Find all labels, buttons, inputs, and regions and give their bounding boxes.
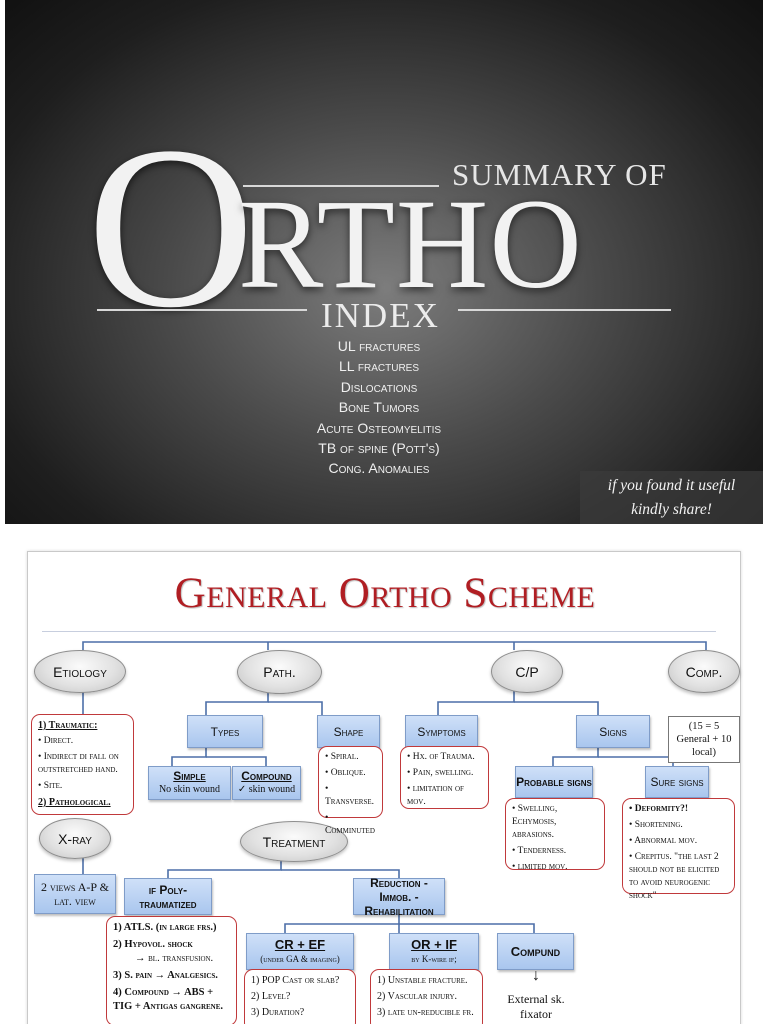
index-item: Dislocations bbox=[340, 378, 418, 395]
cloud-etiology: Etiology bbox=[34, 650, 126, 693]
cover-right-rule bbox=[458, 309, 671, 311]
index-item: LL fractures bbox=[338, 358, 420, 375]
crepitus-item: • Crepitus. "the last 2 should not be el… bbox=[629, 852, 720, 901]
probable-item: • Swelling, Echymosis, abrasions. bbox=[512, 804, 558, 840]
types-box: Types bbox=[187, 715, 263, 748]
sure-signs-list: • Deformity?! • Shortening. • Abnormal m… bbox=[622, 798, 735, 901]
probable-item: • Tenderness. bbox=[512, 846, 567, 856]
shape-item: • Spiral. bbox=[325, 752, 359, 762]
cloud-xray: X-ray bbox=[39, 818, 111, 859]
shape-item: • Comminuted bbox=[325, 813, 375, 836]
simple-sub: No skin wound bbox=[158, 784, 221, 795]
cover-left-rule bbox=[97, 309, 307, 311]
symptoms-box: Symptoms bbox=[405, 715, 478, 748]
orif-label: OR + IF bbox=[411, 936, 457, 952]
orif-box: OR + IF by K-wire if; bbox=[389, 933, 479, 970]
orif-item: 2) Vascular injury. bbox=[377, 991, 458, 1002]
cref-item: 1) POP Cast or slab? bbox=[251, 975, 340, 986]
poly-traumatized-box: if Poly-traumatized bbox=[124, 878, 212, 915]
scheme-title: General Ortho Scheme bbox=[174, 570, 596, 617]
cover-slide: O SUMMARY OF RTHO INDEX UL fractures LL … bbox=[5, 0, 763, 524]
poly-list: 1) ATLS. (in large frs.) 2) Hypovol. sho… bbox=[106, 916, 237, 1024]
shape-box: Shape bbox=[317, 715, 380, 748]
cloud-cp: C/P bbox=[491, 650, 563, 693]
symptom-item: • Hx. of Trauma. bbox=[407, 752, 475, 762]
orif-item: 1) Unstable fracture. bbox=[377, 975, 468, 986]
cref-sub: (under GA & imaging) bbox=[260, 953, 340, 964]
cover-summary-of: SUMMARY OF bbox=[452, 157, 667, 192]
share-line-1: if you found it useful bbox=[607, 477, 736, 494]
index-item: TB of spine (Pott's) bbox=[318, 440, 440, 457]
comp-count: (15 = 5 General + 10 local) bbox=[668, 716, 740, 763]
probable-item: • limited mov. bbox=[512, 862, 568, 872]
index-item: Acute Osteomyelitis bbox=[316, 419, 442, 436]
etiology-item: • Site. bbox=[38, 781, 63, 791]
probable-signs-list: • Swelling, Echymosis, abrasions. • Tend… bbox=[505, 798, 605, 872]
compound-label: Compound bbox=[241, 769, 292, 783]
cref-list: 1) POP Cast or slab? 2) Level? 3) Durati… bbox=[244, 969, 356, 1024]
cover-title-big-letter: O bbox=[87, 99, 255, 356]
simple-box: Simple No skin wound bbox=[148, 766, 231, 800]
index-item: UL fractures bbox=[337, 338, 421, 354]
poly-item: 4) Compound → ABS + TIG + Antigas gangre… bbox=[113, 987, 224, 1012]
etiology-item: • Indirect di fall on outstretched hand. bbox=[38, 752, 119, 775]
shape-item: • Transverse. bbox=[325, 784, 375, 807]
orif-sub: by K-wire if; bbox=[411, 953, 457, 964]
title-rule bbox=[42, 631, 716, 632]
symptom-item: • limitation of mov. bbox=[407, 784, 464, 807]
cover-index-list: UL fractures LL fractures Dislocations B… bbox=[259, 336, 499, 479]
cref-item: 2) Level? bbox=[251, 991, 291, 1002]
cover-title-rest: RTHO bbox=[238, 173, 583, 315]
compund-arrow: ↓ bbox=[532, 967, 540, 984]
symptoms-list: • Hx. of Trauma. • Pain, swelling. • lim… bbox=[400, 746, 489, 809]
reduction-box: Reduction - Immob. - Rehabilitation bbox=[353, 876, 445, 918]
cover-top-rule bbox=[243, 185, 439, 187]
compound-sub: ✓ skin wound bbox=[237, 784, 296, 795]
poly-item: 3) S. pain → Analgesics. bbox=[113, 970, 218, 981]
shape-list: • Spiral. • Oblique. • Transverse. • Com… bbox=[318, 746, 383, 836]
symptom-item: • Pain, swelling. bbox=[407, 768, 474, 778]
etiology-box: 1) Traumatic: • Direct. • Indirect di fa… bbox=[31, 714, 134, 815]
sure-item: • Abnormal mov. bbox=[629, 836, 698, 846]
poly-item: → bl. transfusion. bbox=[135, 953, 214, 964]
orif-list: 1) Unstable fracture. 2) Vascular injury… bbox=[370, 969, 483, 1024]
compund-box: Compund bbox=[497, 933, 574, 970]
orif-item: 3) late un-reducible fr. bbox=[377, 1007, 474, 1018]
compound-box: Compound ✓ skin wound bbox=[232, 766, 301, 800]
cref-box: CR + EF (under GA & imaging) bbox=[246, 933, 354, 970]
cover-index-heading: INDEX bbox=[321, 296, 440, 335]
signs-box: Signs bbox=[576, 715, 650, 748]
simple-label: Simple bbox=[173, 769, 206, 783]
cloud-path: Path. bbox=[237, 650, 322, 694]
cloud-treatment: Treatment bbox=[240, 821, 348, 862]
etiology-item: • Direct. bbox=[38, 736, 74, 746]
share-note: if you found it useful kindly share! bbox=[580, 471, 763, 524]
index-item: Cong. Anomalies bbox=[328, 460, 430, 477]
poly-item: 2) Hypovol. shock bbox=[113, 939, 193, 950]
scheme-slide: General Ortho Scheme bbox=[27, 551, 741, 1024]
cloud-comp: Comp. bbox=[668, 650, 740, 693]
shape-item: • Oblique. bbox=[325, 768, 366, 778]
sure-signs-box: Sure signs bbox=[645, 766, 709, 798]
pathological-item: 2) Pathological. bbox=[38, 797, 111, 808]
sure-item: • Shortening. bbox=[629, 820, 683, 830]
probable-signs-box: Probable signs bbox=[515, 766, 593, 798]
index-item: Bone Tumors bbox=[338, 399, 420, 416]
connector-lines bbox=[82, 641, 707, 933]
traumatic-heading: 1) Traumatic: bbox=[38, 720, 98, 731]
external-fixator: External sk. fixator bbox=[507, 992, 565, 1021]
poly-item: 1) ATLS. (in large frs.) bbox=[113, 922, 217, 933]
xray-views-box: 2 views A-P & lat. view bbox=[34, 874, 116, 914]
cref-label: CR + EF bbox=[274, 936, 326, 952]
share-line-2: kindly share! bbox=[631, 501, 712, 518]
cref-item: 3) Duration? bbox=[251, 1007, 305, 1018]
deformity-item: • Deformity?! bbox=[629, 804, 688, 814]
